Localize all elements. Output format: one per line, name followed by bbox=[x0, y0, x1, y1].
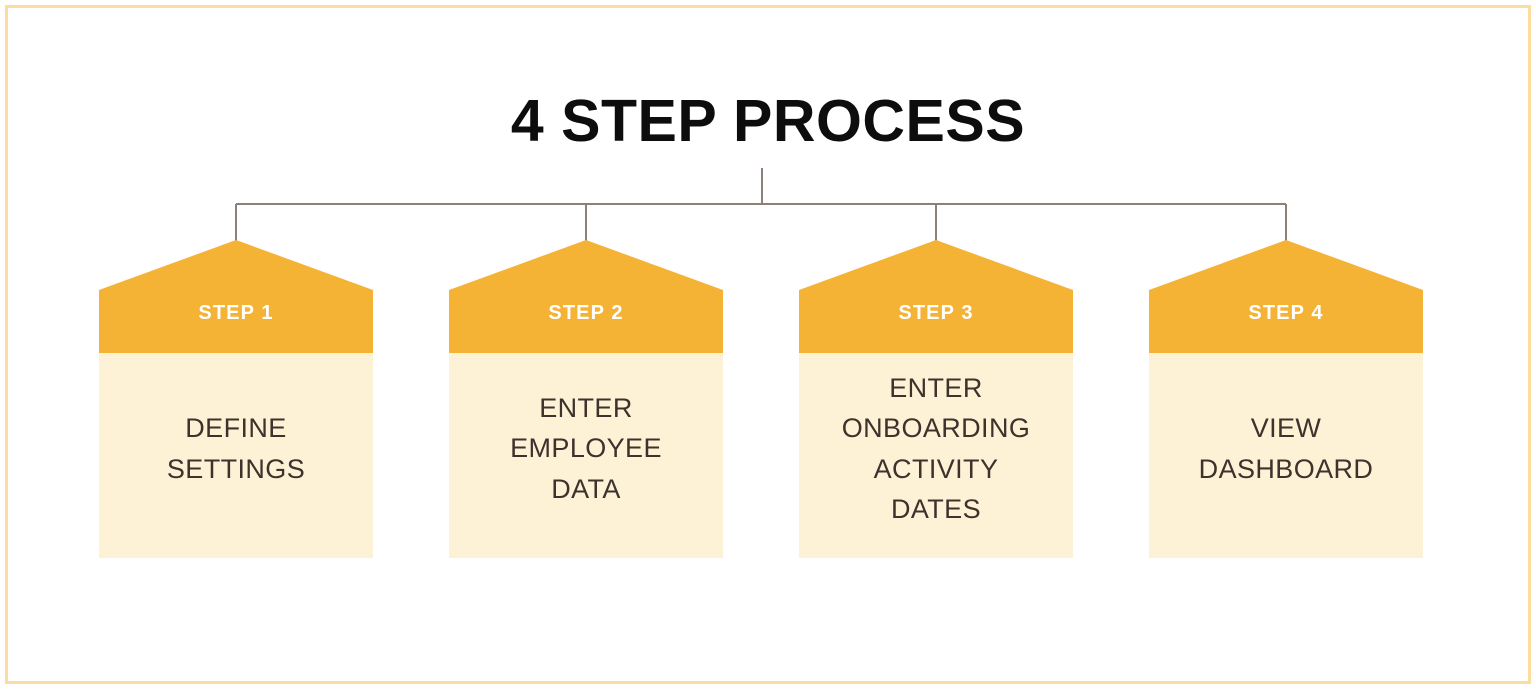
step-body-line: DATES bbox=[890, 494, 981, 524]
page-title: 4 STEP PROCESS bbox=[510, 88, 1026, 154]
step-body-line: DATA bbox=[551, 473, 621, 504]
step-body-line: DEFINE bbox=[185, 413, 287, 443]
step-body-line: ENTER bbox=[889, 372, 983, 403]
step-pentagon-shape-2 bbox=[449, 240, 723, 558]
step-body-2: ENTER EMPLOYEE DATA bbox=[449, 353, 723, 558]
step-body-line: EMPLOYEE bbox=[510, 433, 662, 464]
step-body-4: VIEW DASHBOARD bbox=[1149, 353, 1423, 558]
step-label-1: STEP 1 bbox=[198, 302, 274, 324]
step-pentagon-shape-3 bbox=[799, 240, 1073, 558]
step-card-3[interactable]: STEP 3 ENTER ONBOARDING ACTIVITY DATES bbox=[799, 240, 1073, 558]
step-body-line: ONBOARDING bbox=[841, 413, 1031, 443]
step-card-4[interactable]: STEP 4 VIEW DASHBOARD bbox=[1149, 240, 1423, 558]
step-body-line: SETTINGS bbox=[166, 453, 306, 484]
step-card-2[interactable]: STEP 2 ENTER EMPLOYEE DATA bbox=[449, 240, 723, 558]
step-label-3: STEP 3 bbox=[898, 302, 974, 324]
step-pentagon-shape-1 bbox=[99, 240, 373, 558]
step-body-1: DEFINE SETTINGS bbox=[99, 353, 373, 558]
step-body-line: ENTER bbox=[539, 392, 633, 423]
step-card-1[interactable]: STEP 1 DEFINE SETTINGS bbox=[99, 240, 373, 558]
step-label-4: STEP 4 bbox=[1248, 302, 1324, 324]
step-body-line: DASHBOARD bbox=[1198, 453, 1374, 484]
step-label-2: STEP 2 bbox=[548, 302, 624, 324]
step-body-3: ENTER ONBOARDING ACTIVITY DATES bbox=[799, 353, 1073, 558]
step-body-line: ACTIVITY bbox=[873, 453, 999, 484]
step-pentagon-shape-4 bbox=[1149, 240, 1423, 558]
step-body-line: VIEW bbox=[1250, 413, 1322, 443]
